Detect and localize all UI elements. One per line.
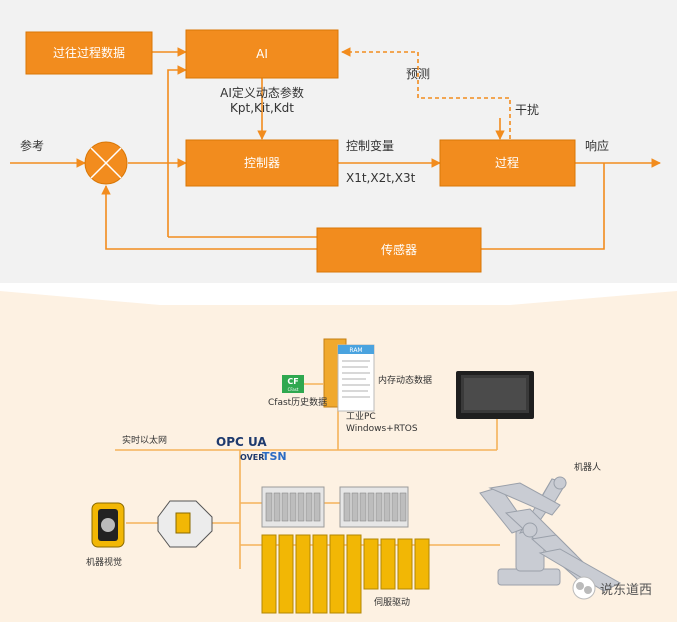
system-architecture-panel: 实时以太网 OPC UA OVER TSN RAM 内存动态数据 工业PC Wi…	[0, 283, 677, 622]
ethernet-label: 实时以太网	[122, 434, 167, 446]
vision-controller-icon	[157, 500, 213, 548]
opcua-over: OVER	[240, 453, 264, 462]
servo-drives	[261, 534, 430, 614]
control-var-label: 控制变量	[346, 138, 394, 153]
hmi-monitor-icon	[456, 371, 534, 419]
opcua-logo: OPC UA OVER TSN	[216, 435, 287, 463]
ram-header: RAM	[349, 347, 362, 354]
summing-junction	[84, 141, 128, 185]
wire-response-to-sensor	[481, 163, 605, 250]
historical-data-label: 过往过程数据	[53, 45, 125, 60]
cf-card: CF CFast Cfast历史数据	[268, 375, 327, 408]
watermark-text: 说东道西	[600, 583, 652, 598]
robot-label: 机器人	[574, 461, 601, 473]
wire-feedback-to-ai	[167, 65, 187, 237]
robot-arm-icon	[479, 476, 622, 592]
cf-sub: CFast	[288, 387, 299, 392]
cf-card-icon	[282, 375, 304, 393]
io-module-group-1	[261, 486, 325, 528]
ai-params-line1: AI定义动态参数	[220, 85, 304, 100]
controller-box	[185, 139, 339, 187]
io-module-group-2	[339, 486, 409, 528]
disturbance-label: 干扰	[515, 103, 539, 117]
opcua-text: OPC UA	[216, 435, 267, 449]
cf-badge: CF	[287, 377, 298, 386]
ai-label: AI	[256, 47, 268, 61]
sensor-box	[316, 227, 482, 273]
cf-label: Cfast历史数据	[268, 396, 327, 408]
process-box	[439, 139, 576, 187]
reference-label: 参考	[20, 138, 44, 153]
industrial-pc: RAM 内存动态数据 工业PC Windows+RTOS	[323, 338, 432, 434]
ram-lines-icon	[342, 360, 370, 398]
opcua-tsn: TSN	[262, 450, 287, 463]
ipc-line2: Windows+RTOS	[346, 424, 418, 434]
ram-document-icon	[337, 344, 375, 412]
wire-prediction	[341, 47, 511, 139]
sensor-label: 传感器	[381, 242, 417, 257]
ipc-line1: 工业PC	[346, 411, 376, 422]
ram-label: 内存动态数据	[378, 374, 432, 386]
watermark: 说东道西	[572, 576, 652, 600]
response-label: 响应	[585, 138, 609, 153]
system-architecture-diagram: 实时以太网 OPC UA OVER TSN RAM 内存动态数据 工业PC Wi…	[0, 283, 677, 614]
historical-data-box	[25, 31, 153, 75]
vision-label: 机器视觉	[86, 556, 122, 568]
ai-box	[185, 29, 339, 79]
process-label: 过程	[495, 155, 519, 170]
control-var-values: X1t,X2t,X3t	[346, 171, 416, 185]
header-band	[0, 283, 677, 305]
wire-sensor-to-sum	[101, 185, 317, 250]
ram-header-bar	[338, 345, 374, 354]
ai-params-line2: Kpt,Kit,Kdt	[230, 101, 294, 115]
camera-icon	[91, 502, 125, 548]
control-loop-diagram: 过往过程数据 AI 控制器 过程 传感器 AI定义动态参数 Kpt,Kit,Kd…	[10, 29, 661, 273]
servo-label: 伺服驱动	[374, 596, 410, 608]
controller-label: 控制器	[244, 156, 280, 170]
control-loop-panel: 过往过程数据 AI 控制器 过程 传感器 AI定义动态参数 Kpt,Kit,Kd…	[0, 0, 677, 283]
prediction-label: 预测	[406, 67, 430, 81]
